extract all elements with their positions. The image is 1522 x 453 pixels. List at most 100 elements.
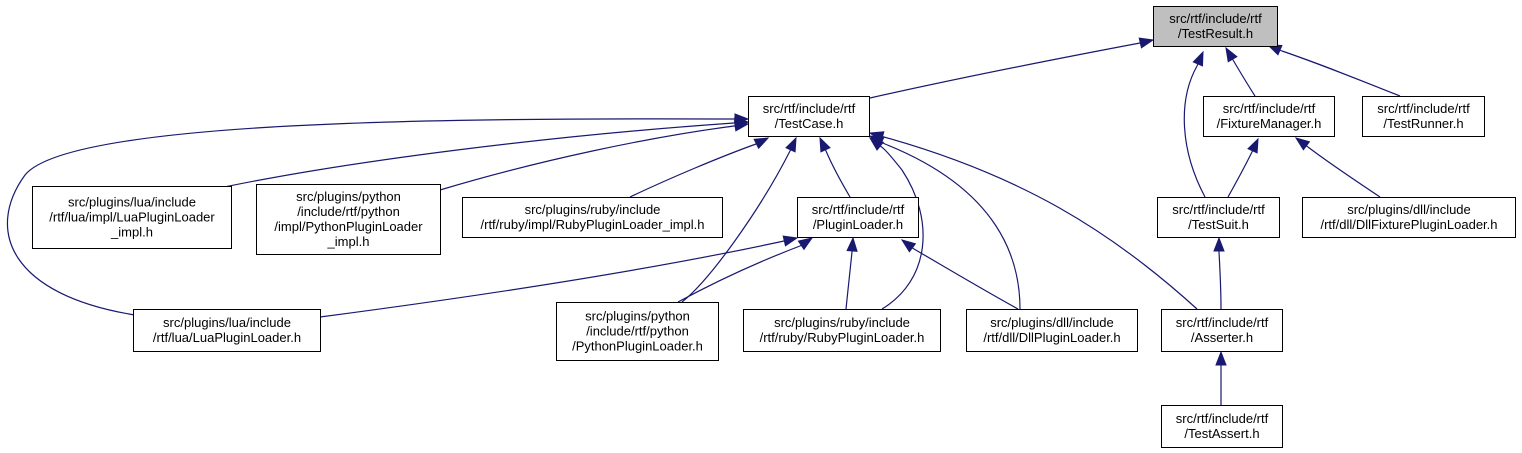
node-label-line: src/plugins/ruby/include (525, 202, 661, 217)
nodes-layer: src/rtf/include/rtf/TestResult.hsrc/rtf/… (32, 6, 1516, 448)
node-box (133, 309, 321, 352)
node-testassert[interactable]: src/rtf/include/rtf/TestAssert.h (1161, 405, 1283, 448)
node-label-line: src/plugins/dll/include (990, 315, 1114, 330)
edge-line (439, 125, 735, 191)
node-asserter[interactable]: src/rtf/include/rtf/Asserter.h (1161, 309, 1283, 352)
node-box (743, 309, 941, 352)
node-label-line: _impl.h (327, 234, 370, 249)
edge-line (319, 240, 785, 318)
node-lua-impl[interactable]: src/plugins/lua/include/rtf/lua/impl/Lua… (32, 186, 232, 249)
arrowhead-icon (1247, 137, 1259, 154)
node-dllloader[interactable]: src/plugins/dll/include/rtf/dll/DllPlugi… (966, 309, 1138, 352)
edge-line (1281, 50, 1401, 97)
node-box (256, 184, 441, 255)
edge-pythonloader-to-testcase (681, 136, 797, 303)
node-label-line: /rtf/lua/LuaPluginLoader.h (153, 330, 301, 345)
node-box (1153, 6, 1278, 47)
arrowhead-icon (868, 131, 885, 143)
node-label-line: src/rtf/include/rtf (1176, 315, 1269, 330)
edge-line (879, 145, 924, 310)
arrowhead-icon (753, 137, 770, 150)
node-label-line: src/rtf/include/rtf (1377, 101, 1470, 116)
edge-testsuit-to-testresult (1183, 50, 1206, 198)
node-pluginloader[interactable]: src/rtf/include/rtf/PluginLoader.h (797, 197, 919, 238)
arrowhead-icon (900, 239, 917, 253)
edge-pythonloader-to-pluginloader (677, 237, 814, 303)
edge-asserter-to-testsuit (1213, 236, 1225, 310)
edge-dllloader-to-pluginloader (900, 239, 1019, 310)
node-label-line: /TestRunner.h (1383, 116, 1463, 131)
node-ruby-impl[interactable]: src/plugins/ruby/include/rtf/ruby/impl/R… (462, 197, 723, 238)
edge-line (629, 143, 757, 198)
edges-layer (6, 37, 1401, 405)
node-fixturemanager[interactable]: src/rtf/include/rtf/FixtureManager.h (1203, 96, 1335, 137)
node-box (556, 302, 719, 361)
node-label-line: /rtf/ruby/RubyPluginLoader.h (760, 330, 925, 345)
edge-line (1227, 151, 1253, 198)
node-label-line: /rtf/dll/DllPluginLoader.h (983, 330, 1120, 345)
node-box (748, 96, 870, 137)
arrowhead-icon (785, 136, 797, 153)
node-label-line: /include/rtf/python (297, 204, 400, 219)
arrowhead-icon (1225, 46, 1238, 63)
edge-lualoader-to-pluginloader (319, 235, 799, 318)
node-lualoader[interactable]: src/plugins/lua/include/rtf/lua/LuaPlugi… (133, 309, 321, 352)
edge-lualoader-to-testcase (6, 113, 750, 316)
edge-testassert-to-asserter (1215, 350, 1227, 405)
edge-line (1232, 59, 1256, 97)
node-label-line: src/plugins/python (585, 309, 690, 324)
node-label-line: /rtf/lua/impl/LuaPluginLoader (49, 210, 215, 225)
node-box (797, 197, 919, 238)
node-box (1302, 197, 1516, 238)
node-pythonloader[interactable]: src/plugins/python/include/rtf/python/Py… (556, 302, 719, 361)
node-label-line: /TestResult.h (1178, 26, 1253, 41)
node-testresult[interactable]: src/rtf/include/rtf/TestResult.h (1153, 6, 1278, 47)
node-label-line: src/plugins/lua/include (68, 195, 196, 210)
edge-line (6, 118, 735, 316)
edge-python-impl-to-testcase (439, 120, 750, 191)
node-box (1203, 96, 1335, 137)
arrowhead-icon (1215, 350, 1227, 366)
edge-line (677, 245, 801, 303)
edge-dllfixture-to-fixturemanager (1294, 137, 1381, 198)
arrowhead-icon (782, 235, 799, 247)
arrowhead-icon (1213, 236, 1225, 252)
node-testsuit[interactable]: src/rtf/include/rtf/TestSuit.h (1157, 197, 1280, 238)
node-label-line: /PythonPluginLoader.h (572, 339, 703, 354)
edge-line (681, 150, 791, 303)
node-dllfixture[interactable]: src/plugins/dll/include/rtf/dll/DllFixtu… (1302, 197, 1516, 238)
node-label-line: /Asserter.h (1191, 330, 1253, 345)
node-label-line: /rtf/ruby/impl/RubyPluginLoader_impl.h (481, 217, 705, 232)
node-label-line: src/plugins/python (296, 189, 401, 204)
node-label-line: /PluginLoader.h (813, 217, 903, 232)
node-label-line: /TestCase.h (775, 116, 844, 131)
node-testrunner[interactable]: src/rtf/include/rtf/TestRunner.h (1362, 96, 1485, 137)
node-label-line: /impl/PythonPluginLoader (274, 219, 423, 234)
edge-line (845, 251, 853, 310)
arrowhead-icon (819, 136, 831, 153)
arrowhead-icon (797, 237, 814, 251)
node-box (1161, 309, 1283, 352)
node-box (1157, 197, 1280, 238)
node-label-line: src/plugins/lua/include (163, 315, 291, 330)
edge-fixturemanager-to-testresult (1225, 46, 1256, 97)
node-label-line: src/plugins/ruby/include (774, 315, 910, 330)
node-label-line: _impl.h (110, 225, 153, 240)
node-label-line: /TestSuit.h (1188, 217, 1249, 232)
node-rubyloader[interactable]: src/plugins/ruby/include/rtf/ruby/RubyPl… (743, 309, 941, 352)
edge-testcase-to-testresult (869, 37, 1155, 99)
node-box (1362, 96, 1485, 137)
edge-line (1218, 251, 1222, 310)
arrowhead-icon (846, 236, 858, 252)
arrowhead-icon (1138, 37, 1155, 49)
node-python-impl[interactable]: src/plugins/python/include/rtf/python/im… (256, 184, 441, 255)
node-label-line: src/rtf/include/rtf (1176, 411, 1269, 426)
edge-testsuit-to-fixturemanager (1227, 137, 1259, 198)
edge-rubyloader-to-pluginloader (845, 236, 858, 310)
node-testcase[interactable]: src/rtf/include/rtf/TestCase.h (748, 96, 870, 137)
edge-line (913, 248, 1019, 310)
edge-line (1183, 65, 1206, 198)
edge-line (884, 143, 1021, 310)
arrowhead-icon (734, 113, 750, 125)
